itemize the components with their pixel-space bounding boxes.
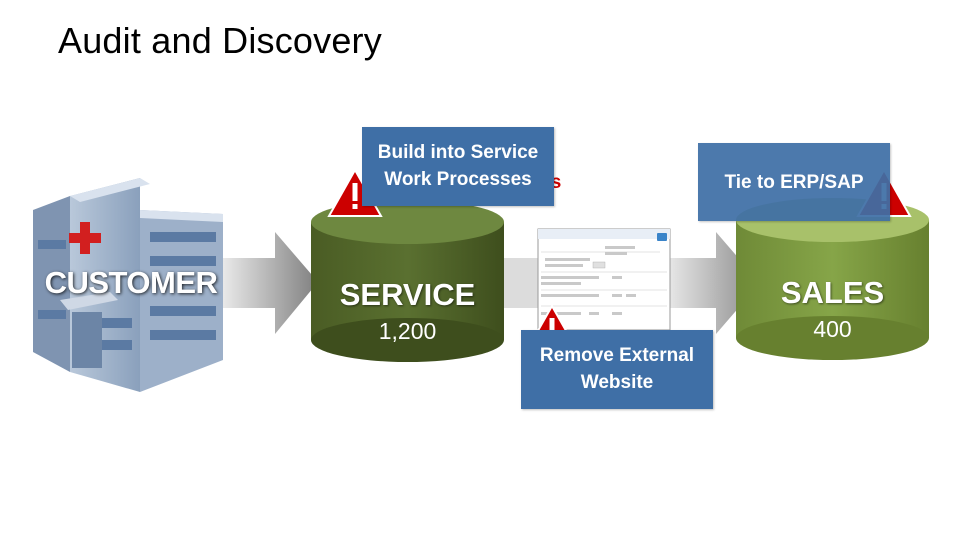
callout-external: Remove External Website xyxy=(521,330,713,409)
arrow-right-icon xyxy=(215,232,318,334)
sales-count: 400 xyxy=(813,316,852,342)
service-count: 1,200 xyxy=(378,318,437,344)
customer-label: CUSTOMER xyxy=(44,265,218,300)
callout-service: Build into Service Work Processes xyxy=(362,127,554,206)
sales-cylinder xyxy=(736,198,929,360)
page-title: Audit and Discovery xyxy=(58,20,382,61)
service-label: SERVICE xyxy=(339,277,476,312)
hospital-building-icon xyxy=(33,178,223,392)
callout-sales: Tie to ERP/SAP xyxy=(698,143,890,221)
website-form-thumbnail xyxy=(537,228,671,331)
sales-label: SALES xyxy=(780,275,885,310)
